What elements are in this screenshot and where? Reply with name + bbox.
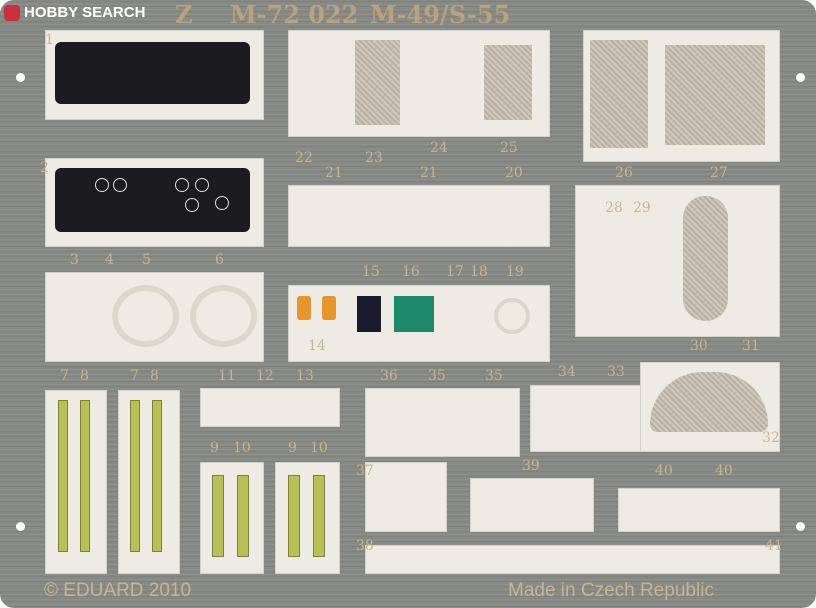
part-number: 2 bbox=[40, 160, 49, 176]
hobby-search-watermark: HOBBY SEARCH bbox=[4, 4, 145, 21]
harness-strap bbox=[313, 475, 325, 557]
mount-hole bbox=[16, 73, 25, 82]
part-number: 24 bbox=[430, 140, 448, 156]
part-number: 18 bbox=[470, 264, 488, 280]
origin-text: Made in Czech Republic bbox=[508, 580, 714, 601]
part-number: 26 bbox=[615, 165, 633, 181]
header-code: M-72 022 bbox=[230, 0, 359, 29]
part-number: 33 bbox=[607, 364, 625, 380]
orange-part-14 bbox=[297, 296, 311, 320]
part-number: 40 bbox=[715, 463, 733, 479]
header-code: Z bbox=[175, 0, 193, 29]
part-7-8-frame bbox=[118, 390, 180, 574]
part-number: 17 bbox=[446, 264, 464, 280]
part-number: 28 bbox=[605, 200, 623, 216]
part-number: 15 bbox=[362, 264, 380, 280]
part-number: 23 bbox=[365, 150, 383, 166]
part-9-10-frame bbox=[275, 462, 340, 574]
part-number: 7 bbox=[130, 368, 139, 384]
instrument-panel-2 bbox=[55, 168, 250, 232]
part-40-frame bbox=[618, 488, 780, 532]
dark-part-15 bbox=[357, 296, 381, 332]
mesh-part-23 bbox=[355, 40, 400, 125]
part-39-frame bbox=[470, 478, 594, 532]
harness-strap bbox=[58, 400, 68, 552]
part-number: 41 bbox=[765, 538, 783, 554]
ring-part-6 bbox=[190, 285, 257, 347]
part-33-34-frame bbox=[530, 385, 642, 452]
part-number: 38 bbox=[356, 538, 374, 554]
part-number: 19 bbox=[506, 264, 524, 280]
orange-part-14 bbox=[322, 296, 336, 320]
part-7-8-frame bbox=[45, 390, 107, 574]
part-35-36-frame bbox=[365, 388, 520, 457]
part-37-frame bbox=[365, 462, 447, 532]
part-number: 4 bbox=[105, 252, 114, 268]
mount-hole bbox=[796, 522, 805, 531]
part-number: 8 bbox=[150, 368, 159, 384]
part-number: 35 bbox=[485, 368, 503, 384]
part-number: 39 bbox=[522, 458, 540, 474]
ring-part-19 bbox=[494, 298, 530, 334]
instrument-panel-1 bbox=[55, 42, 250, 104]
mesh-part-26 bbox=[590, 40, 648, 148]
mesh-part-30 bbox=[683, 196, 728, 321]
harness-strap bbox=[237, 475, 249, 557]
part-number: 21 bbox=[420, 165, 438, 181]
part-number: 20 bbox=[505, 165, 523, 181]
part-number: 40 bbox=[655, 463, 673, 479]
part-11-13-frame bbox=[200, 388, 340, 427]
part-9-10-frame bbox=[200, 462, 264, 574]
part-number: 9 bbox=[288, 440, 297, 456]
ring-part-5 bbox=[112, 285, 179, 347]
part-number: 8 bbox=[80, 368, 89, 384]
part-number: 31 bbox=[742, 338, 760, 354]
header-code: M-49/S-55 bbox=[370, 0, 511, 29]
part-number: 10 bbox=[233, 440, 251, 456]
part-number: 11 bbox=[218, 368, 236, 384]
part-number: 37 bbox=[356, 463, 374, 479]
mesh-part-27 bbox=[665, 45, 765, 145]
part-number: 7 bbox=[60, 368, 69, 384]
green-part-16 bbox=[394, 296, 434, 332]
part-number: 12 bbox=[256, 368, 274, 384]
part-number: 9 bbox=[210, 440, 219, 456]
watermark-text: HOBBY SEARCH bbox=[24, 4, 146, 21]
mount-hole bbox=[16, 522, 25, 531]
part-number: 14 bbox=[308, 338, 326, 354]
part-number: 10 bbox=[310, 440, 328, 456]
part-number: 16 bbox=[402, 264, 420, 280]
part-20-21-frame bbox=[288, 185, 550, 247]
part-number: 25 bbox=[500, 140, 518, 156]
copyright-text: © EDUARD 2010 bbox=[44, 580, 192, 601]
part-number: 1 bbox=[45, 32, 54, 48]
part-number: 13 bbox=[296, 368, 314, 384]
mount-hole bbox=[796, 73, 805, 82]
part-number: 30 bbox=[690, 338, 708, 354]
part-number: 3 bbox=[70, 252, 79, 268]
logo-icon bbox=[4, 4, 20, 21]
mesh-part-25 bbox=[484, 45, 532, 120]
part-number: 29 bbox=[633, 200, 651, 216]
part-number: 36 bbox=[380, 368, 398, 384]
part-28-31-frame bbox=[575, 185, 780, 337]
part-number: 5 bbox=[142, 252, 151, 268]
harness-strap bbox=[152, 400, 162, 552]
part-number: 21 bbox=[325, 165, 343, 181]
part-number: 34 bbox=[558, 364, 576, 380]
harness-strap bbox=[80, 400, 90, 552]
part-38-41-frame bbox=[365, 545, 780, 574]
harness-strap bbox=[212, 475, 224, 557]
part-number: 6 bbox=[215, 252, 224, 268]
part-number: 22 bbox=[295, 150, 313, 166]
harness-strap bbox=[130, 400, 140, 552]
harness-strap bbox=[288, 475, 300, 557]
part-number: 35 bbox=[428, 368, 446, 384]
part-number: 32 bbox=[762, 430, 780, 446]
part-number: 27 bbox=[710, 165, 728, 181]
